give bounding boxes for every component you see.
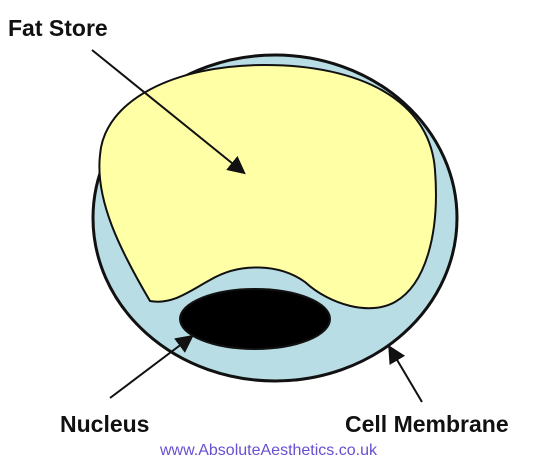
nucleus-arrow xyxy=(110,337,191,398)
nucleus-shape xyxy=(180,289,330,349)
cell-membrane-label: Cell Membrane xyxy=(345,411,509,437)
website-credit: www.AbsoluteAesthetics.co.uk xyxy=(159,442,378,459)
nucleus-label: Nucleus xyxy=(60,411,149,437)
cell-membrane-arrow xyxy=(390,348,422,402)
fat-store-label: Fat Store xyxy=(8,15,108,41)
